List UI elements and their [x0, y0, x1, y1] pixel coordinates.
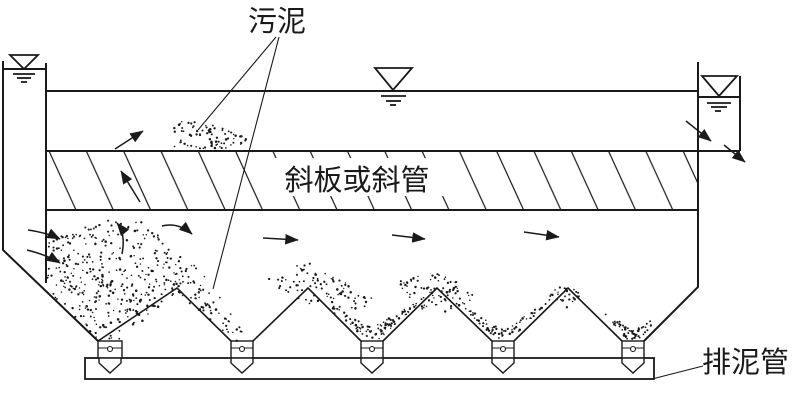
outlet-nozzle	[360, 357, 384, 374]
valve-icon	[629, 345, 637, 353]
tank-structure	[2, 61, 741, 342]
water-level-triangle-icon	[373, 67, 414, 92]
drain-outlet-1	[97, 340, 123, 374]
left-outer-wall	[2, 61, 99, 342]
hopper-2	[252, 286, 362, 342]
outlet-nozzle	[230, 357, 254, 374]
label-drain-pipe: 排泥管	[702, 346, 789, 379]
valve-icon	[106, 345, 114, 353]
outlet-nozzle	[98, 357, 122, 374]
outlet-nozzle	[621, 357, 645, 374]
horizontal-flow-arrow	[391, 232, 426, 243]
drain-outlets	[97, 340, 645, 374]
label-sludge: 污泥	[248, 5, 306, 38]
valve-icon	[368, 345, 376, 353]
hopper-1	[97, 286, 232, 342]
outlet-flow-arrow	[723, 144, 746, 163]
sludge-leader-line	[197, 36, 277, 131]
hopper-3	[382, 286, 493, 342]
plate-label-background	[266, 158, 450, 196]
outlet-flow-arrow	[685, 120, 712, 142]
leader-lines	[197, 36, 704, 380]
drain-pipe-leader-line	[651, 365, 704, 380]
horizontal-flow-arrow	[161, 221, 193, 235]
water-level-triangle-icon	[700, 75, 740, 98]
sludge-dots	[45, 120, 653, 342]
flow-arrows	[26, 120, 746, 264]
sludge-leader-line	[212, 36, 280, 290]
outlet-nozzle	[491, 357, 515, 374]
horizontal-flow-arrow	[523, 229, 560, 241]
drain-outlet-3	[360, 340, 384, 374]
water-level-triangle-icon	[7, 54, 41, 71]
water-level-icon-right	[700, 75, 740, 112]
hopper-4	[513, 286, 623, 342]
horizontal-flow-arrow	[262, 234, 299, 245]
water-level-icon-left	[7, 54, 41, 83]
drain-outlet-5	[621, 340, 645, 374]
label-inclined-plates: 斜板或斜管	[284, 164, 429, 197]
water-level-icons	[7, 54, 740, 112]
valve-icon	[499, 345, 507, 353]
valve-icon	[238, 345, 246, 353]
clarified-upflow-arrow	[114, 130, 144, 150]
plate-upflow-arrow	[120, 170, 141, 203]
sludge-hoppers	[97, 286, 623, 342]
drain-outlet-2	[230, 340, 254, 374]
drain-outlet-4	[491, 340, 515, 374]
water-level-icon-middle	[373, 67, 414, 106]
upflow-arrow	[116, 222, 130, 255]
inlet-flow-arrow	[26, 249, 61, 264]
inlet-flow-arrow	[27, 228, 61, 240]
